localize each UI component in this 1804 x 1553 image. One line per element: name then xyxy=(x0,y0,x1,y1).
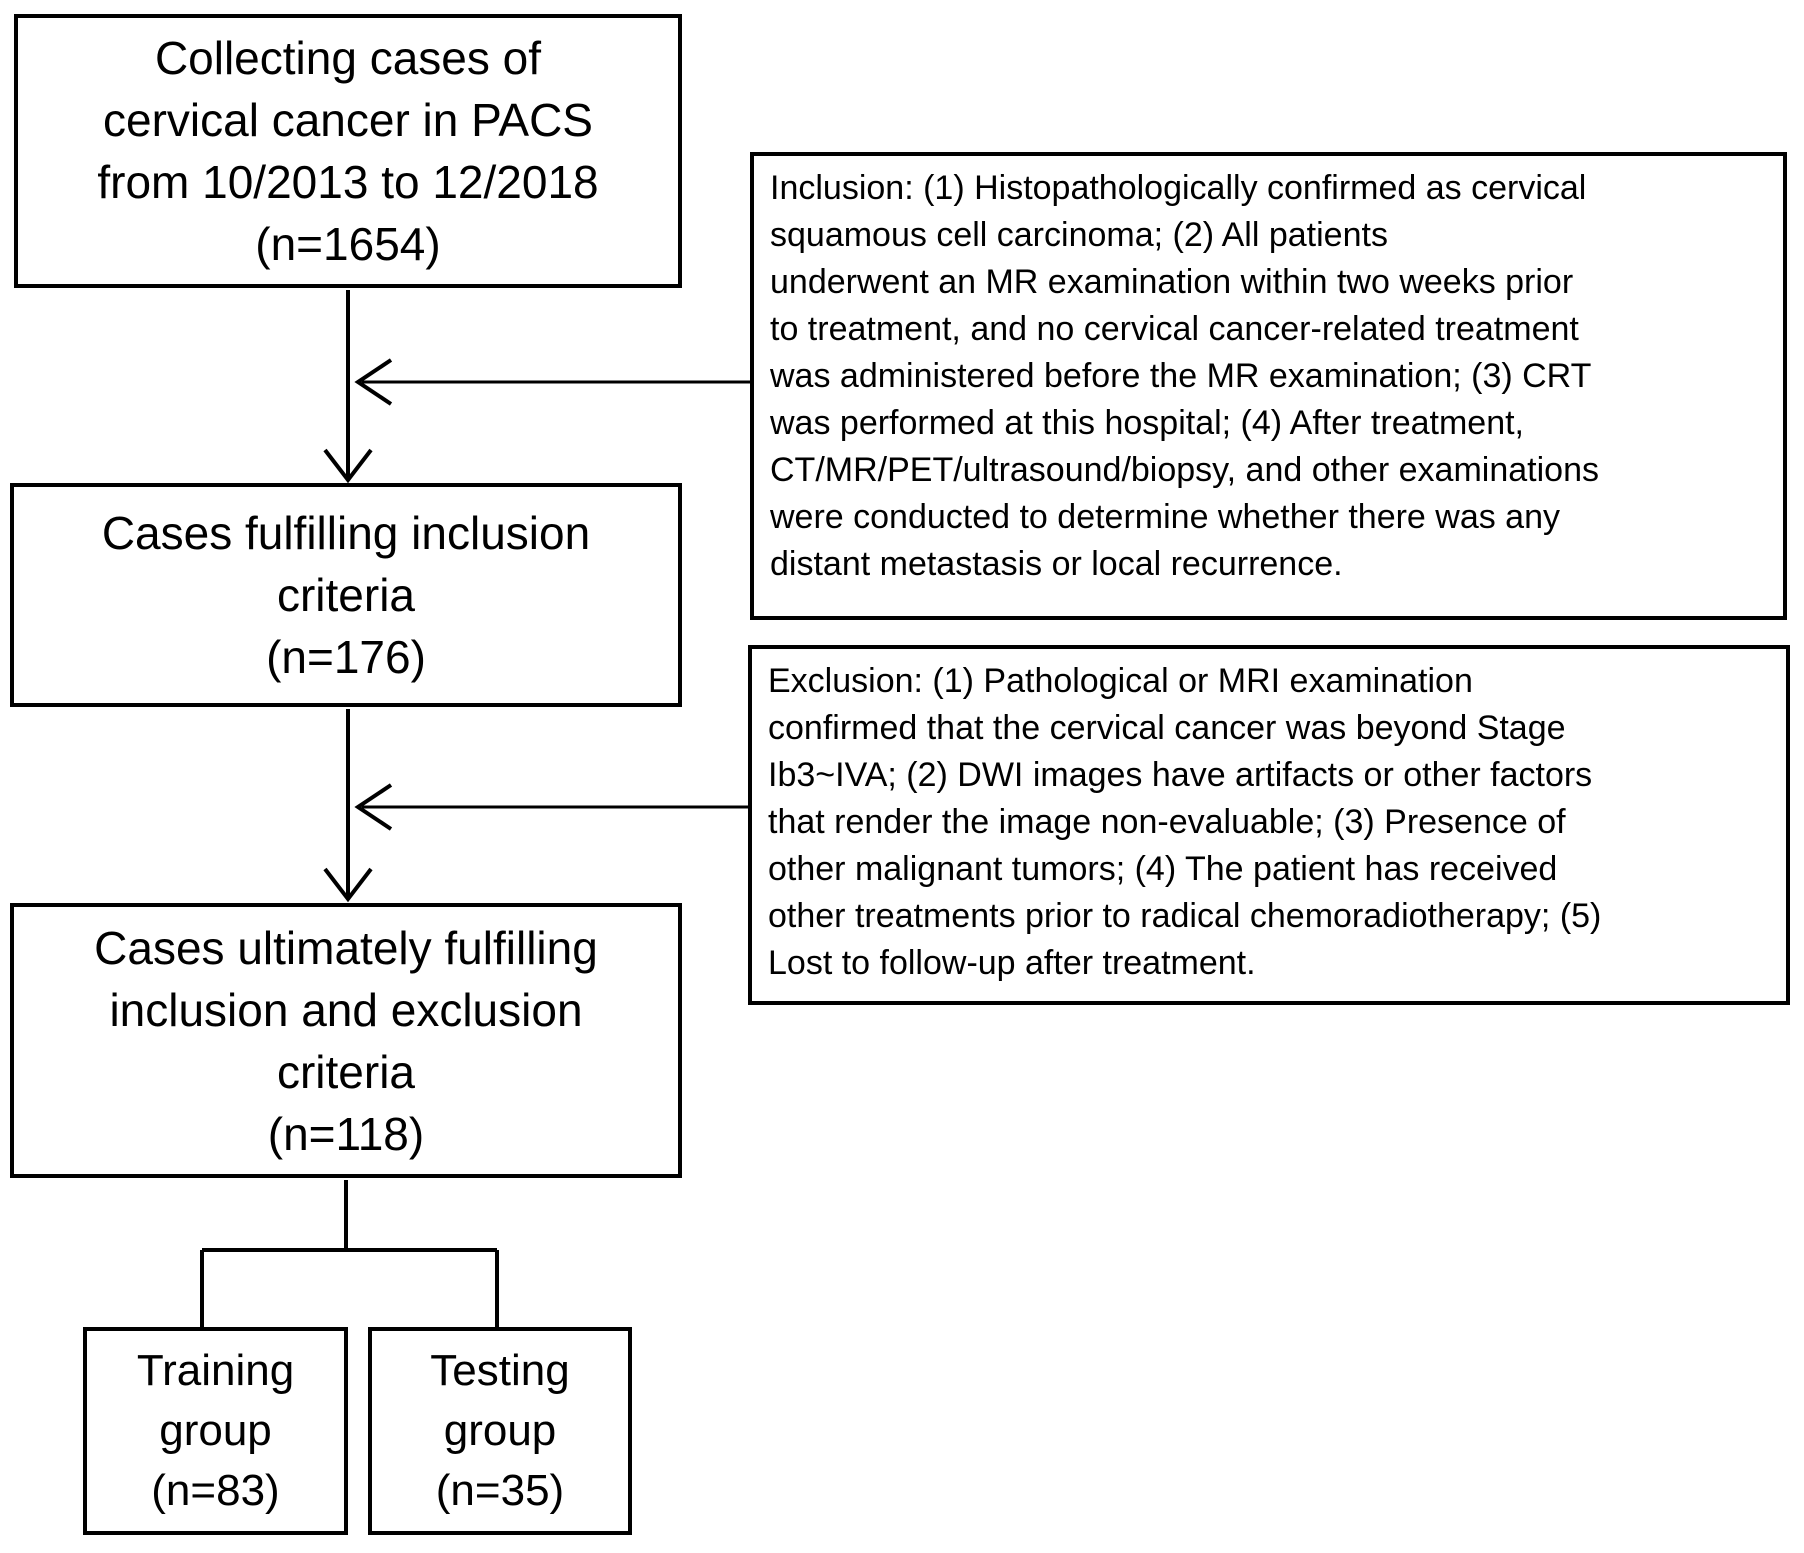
arrow-exclusion-criteria xyxy=(354,783,750,831)
split-to-groups xyxy=(200,1180,499,1329)
box-inclusion-criteria: Inclusion: (1) Histopathologically confi… xyxy=(750,152,1787,620)
arrow-fulfill-to-ultimate xyxy=(323,709,373,903)
arrow-inclusion-criteria xyxy=(354,358,752,406)
arrow-collect-to-fulfill xyxy=(323,290,373,484)
box-training-group: Training group (n=83) xyxy=(83,1327,348,1535)
box-cases-fulfilling-inclusion: Cases fulfilling inclusion criteria (n=1… xyxy=(10,483,682,707)
box-exclusion-criteria: Exclusion: (1) Pathological or MRI exami… xyxy=(748,645,1790,1005)
box-collecting-cases: Collecting cases of cervical cancer in P… xyxy=(14,14,682,288)
box-cases-ultimately-fulfilling: Cases ultimately fulfilling inclusion an… xyxy=(10,903,682,1178)
box-testing-group: Testing group (n=35) xyxy=(368,1327,632,1535)
